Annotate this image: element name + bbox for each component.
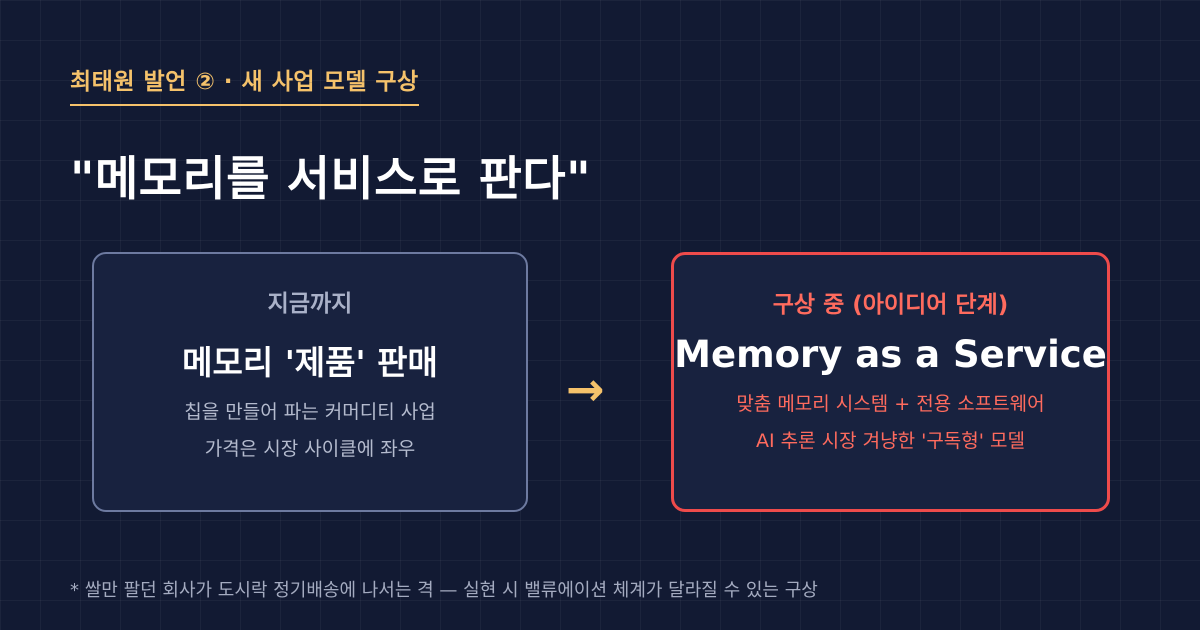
current-model-title: 메모리 '제품' 판매 [182,343,438,382]
current-model-line: 가격은 시장 사이클에 좌우 [204,438,416,460]
future-model-card: 구상 중 (아이디어 단계) Memory as a Service 맞춤 메모… [671,252,1110,512]
headline: "메모리를 서비스로 판다" [70,152,592,207]
future-model-description: 맞춤 메모리 시스템 + 전용 소프트웨어 AI 추론 시장 겨냥한 '구독형'… [674,386,1107,460]
current-model-label: 지금까지 [267,291,353,317]
current-model-description: 칩을 만들어 파는 커머디티 사업 가격은 시장 사이클에 좌우 [94,394,526,468]
future-model-label: 구상 중 (아이디어 단계) [772,292,1009,318]
current-model-card: 지금까지 메모리 '제품' 판매 칩을 만들어 파는 커머디티 사업 가격은 시… [92,252,528,512]
footnote: * 쌀만 팔던 회사가 도시락 정기배송에 나서는 격 — 실현 시 밸류에이션… [70,580,818,601]
section-kicker: 최태원 발언 ② · 새 사업 모델 구상 [70,62,419,106]
arrow-right-icon: → [566,362,605,416]
future-model-title: Memory as a Service [674,333,1107,376]
future-model-line: 맞춤 메모리 시스템 + 전용 소프트웨어 [736,393,1045,415]
future-model-line: AI 추론 시장 겨냥한 '구독형' 모델 [755,430,1025,452]
current-model-line: 칩을 만들어 파는 커머디티 사업 [184,401,436,423]
